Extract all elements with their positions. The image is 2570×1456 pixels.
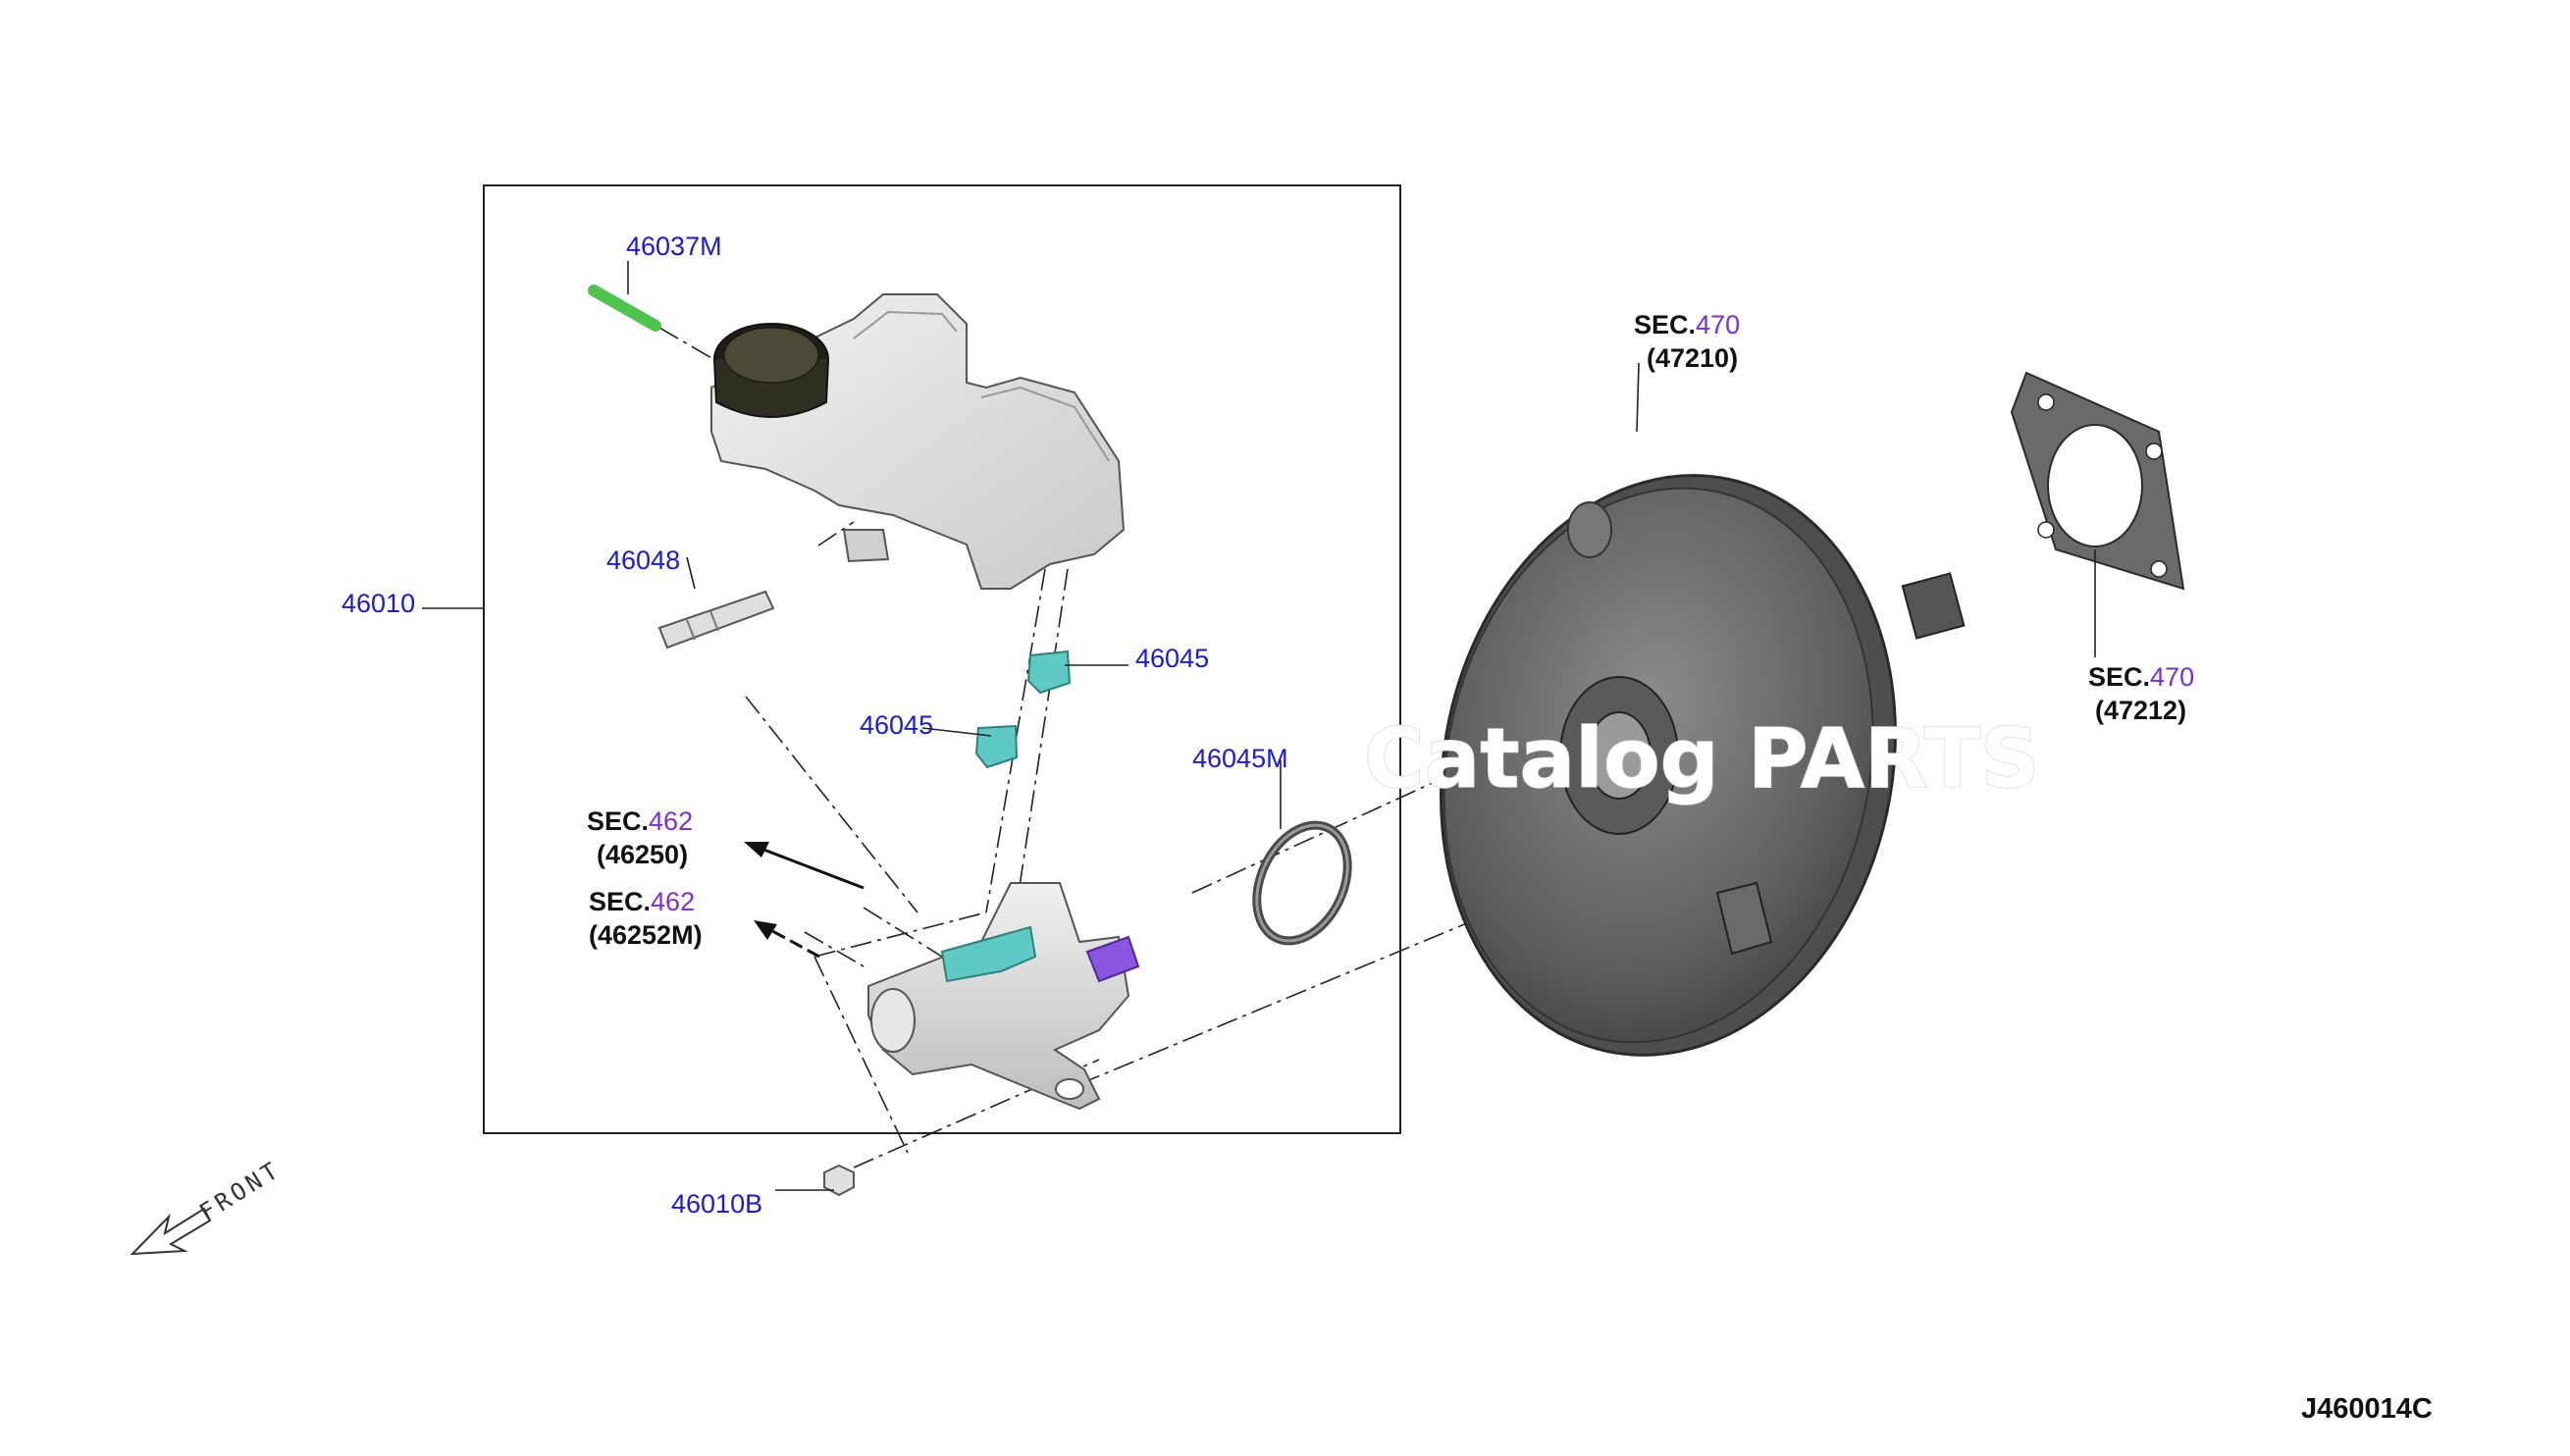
part-number-46010[interactable]: 46010	[341, 589, 415, 618]
front-direction-indicator: FRONT	[130, 1155, 286, 1256]
booster-gasket[interactable]	[2010, 371, 2185, 591]
section-ref-47210: SEC.470 (47210)	[1634, 310, 1748, 373]
level-gauge-rod[interactable]	[588, 285, 661, 332]
section-ref-47212: SEC.470 (47212)	[2088, 662, 2202, 725]
section-link-470[interactable]: 470	[1696, 310, 1740, 339]
reservoir-pin[interactable]	[657, 590, 775, 650]
part-number-46045-upper[interactable]: 46045	[1135, 644, 1209, 673]
grommet-seals[interactable]	[974, 650, 1072, 769]
assembly-frame	[483, 184, 1401, 1134]
o-ring-seal[interactable]	[1239, 810, 1366, 956]
front-label: FRONT	[194, 1155, 286, 1226]
part-number-46037M[interactable]: 46037M	[626, 232, 722, 261]
part-number-46048[interactable]: 46048	[606, 546, 680, 575]
master-cylinder[interactable]	[867, 882, 1140, 1111]
mounting-nut[interactable]	[823, 1164, 855, 1197]
section-ref-46250: SEC.462 (46250)	[587, 806, 701, 869]
watermark: Catalog PARTS	[1364, 710, 2040, 806]
section-link-462-b[interactable]: 462	[651, 887, 695, 916]
diagram-code: J460014C	[2301, 1393, 2433, 1425]
section-link-470-b[interactable]: 470	[2150, 662, 2194, 692]
section-link-462[interactable]: 462	[649, 806, 693, 836]
sec462-arrows	[744, 842, 865, 959]
section-ref-46252M: SEC.462 (46252M)	[589, 887, 703, 950]
part-number-46045M[interactable]: 46045M	[1192, 744, 1288, 773]
part-number-46045-lower[interactable]: 46045	[860, 710, 933, 740]
brake-booster[interactable]	[1389, 433, 1966, 1098]
reservoir-cap[interactable]	[713, 323, 829, 418]
leader-lines	[422, 261, 2096, 1191]
part-number-46010B[interactable]: 46010B	[671, 1189, 762, 1219]
